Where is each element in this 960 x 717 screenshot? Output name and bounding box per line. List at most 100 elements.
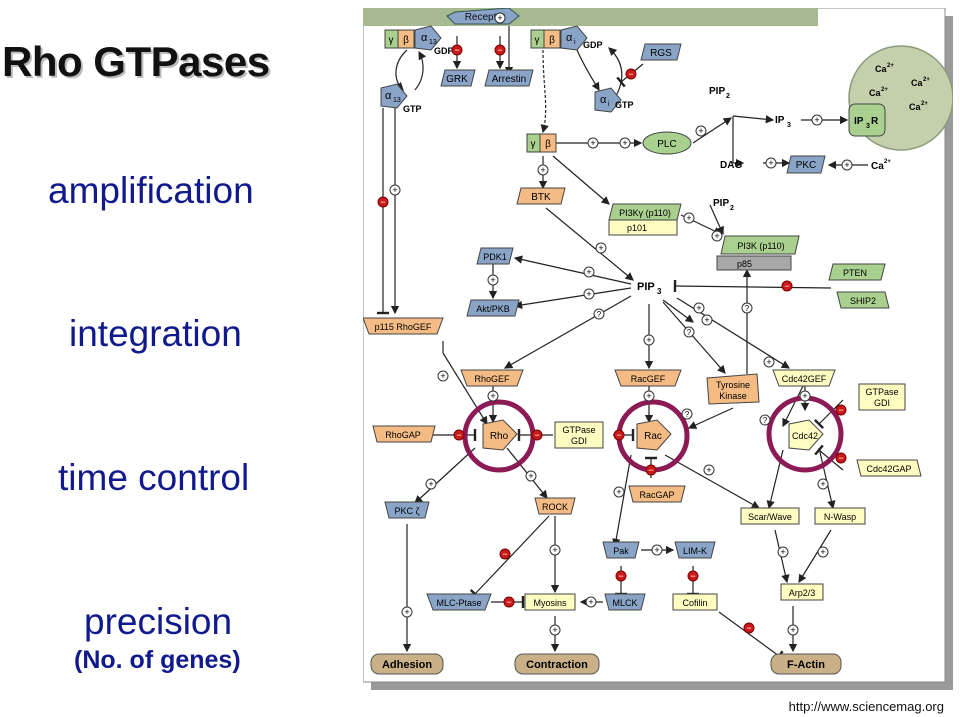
ca-3-sup: 2+ [881,87,888,93]
plus-marker: + [586,289,591,299]
scar-label: Scar/Wave [748,512,792,522]
question-marker: ? [687,328,692,337]
pkc-label: PKC [796,160,817,171]
pi3k-gamma-label: PI3Kγ (p110) [619,208,671,218]
ip3-label: IP [775,115,785,126]
minus-marker: − [648,465,653,475]
source-credit: http://www.sciencemag.org [788,699,944,714]
gdi-right-2: GDI [874,398,890,408]
mlcptase-label: MLC-Ptase [436,598,481,608]
p115-label: p115 RhoGEF [375,322,432,332]
alphai-gtp-label: α [600,94,607,106]
ca-pkc-sup: 2+ [884,159,891,165]
tyrosine-label: Tyrosine [716,380,750,390]
rock-label: ROCK [542,502,568,512]
racgef-label: RacGEF [631,374,666,384]
alphai-sub: i [574,39,576,46]
plus-marker: + [654,545,659,555]
btk-label: BTK [531,192,551,203]
ship2-label: SHIP2 [850,296,876,306]
plus-marker: + [552,545,557,555]
minus-marker: − [746,623,751,633]
minus-marker: − [690,571,695,581]
beta-right: β [549,35,555,46]
minus-marker: − [454,45,459,55]
p101-label: p101 [627,223,647,233]
cdc42-label: Cdc42 [792,431,818,441]
minus-marker: − [784,281,789,291]
dag-label: DAG [720,160,742,171]
rhogap-label: RhoGAP [385,430,421,440]
plus-marker: + [490,275,495,285]
ca-2: Ca [911,78,923,88]
minus-marker: − [497,45,502,55]
gdi-right-1: GTPase [865,387,898,397]
plus-marker: + [790,625,795,635]
signaling-diagram: Receptor γ β α 13 GDP α 13 GTP GRK Arres… [362,7,954,690]
minus-marker: − [838,405,843,415]
minus-marker: − [456,430,461,440]
inhibition-markers: − − − − − − − − − − − − − − − − [377,44,847,634]
plus-marker: + [440,371,445,381]
gdp-left: GDP [434,46,454,56]
plus-marker: + [814,115,819,125]
alphai-label: α [566,32,573,44]
question-marker: ? [763,416,768,425]
cofilin-label: Cofilin [682,598,707,608]
plus-marker: + [588,597,593,607]
keyword-amplification: amplification [48,170,254,211]
plus-marker: + [428,479,433,489]
arp23-label: Arp2/3 [789,588,816,598]
plus-marker: + [646,391,651,401]
plus-marker: + [622,138,627,148]
minus-marker: − [628,69,633,79]
plus-marker: + [696,303,701,313]
gdi-mid-1: GTPase [562,425,595,435]
minus-marker: − [616,430,621,440]
minus-marker: − [502,549,507,559]
contraction-label: Contraction [526,659,588,671]
slide-title: Rho GTPases [2,38,270,85]
receptor-label: Receptor [465,12,506,23]
plus-marker: + [820,547,825,557]
plus-marker: + [698,126,703,136]
plus-marker: + [590,138,595,148]
ip3r-sub: 3 [866,123,870,130]
arrestin-label: Arrestin [492,74,526,85]
beta-free: β [545,139,551,150]
plus-marker: + [404,607,409,617]
plus-marker: + [768,158,773,168]
pi3k-label: PI3K (p110) [737,241,784,251]
factin-label: F-Actin [787,659,825,671]
plus-marker: + [704,315,709,325]
pdk1-label: PDK1 [483,252,507,262]
keyword-note: (No. of genes) [74,646,241,674]
plus-marker: + [780,547,785,557]
gdp-right: GDP [583,40,603,50]
nwasp-label: N-Wasp [824,512,856,522]
plus-marker: + [766,357,771,367]
ip3r-label: IP [854,116,864,127]
pip2-mid: PIP [713,198,729,209]
gamma-left: γ [389,35,394,46]
unknown-markers: ? ? ? ? ? [593,302,771,426]
pkczeta-label: PKC ζ [395,506,420,516]
minus-marker: − [838,453,843,463]
ip3r-r: R [871,116,879,127]
plus-marker: + [616,487,621,497]
ca-4: Ca [909,102,921,112]
rgs-label: RGS [650,48,672,59]
pak-label: Pak [613,546,629,556]
gdi-mid-2: GDI [571,436,587,446]
plus-marker: + [540,165,545,175]
pip3-sub: 3 [657,287,662,296]
gamma-free: γ [531,139,536,150]
rhogef-label: RhoGEF [474,374,510,384]
plus-marker: + [552,625,557,635]
plus-marker: + [844,160,849,170]
rho-label: Rho [490,431,509,442]
akt-label: Akt/PKB [476,304,510,314]
plus-marker: + [598,243,603,253]
racgap-label: RacGAP [639,490,674,500]
ca-2-sup: 2+ [923,77,930,83]
